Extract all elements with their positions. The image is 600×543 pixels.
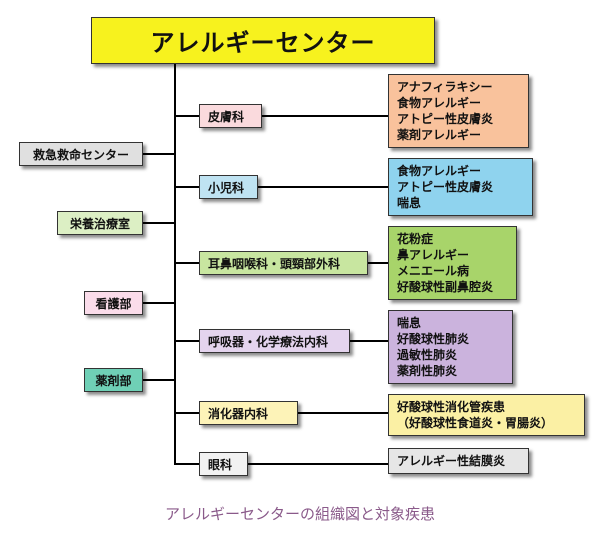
dept-label: 消化器内科 xyxy=(208,406,269,421)
allergy-center-title: アレルギーセンター xyxy=(91,17,435,64)
dept-pediatrics: 小児科 xyxy=(199,175,258,199)
dept-ophthalmology: 眼科 xyxy=(199,452,248,476)
condition-item: 食物アレルギー xyxy=(397,164,482,178)
side-unit-nutrition: 栄養治療室 xyxy=(57,211,143,235)
dept-label: 皮膚科 xyxy=(208,109,245,124)
conditions-respiratory: 喘息 好酸球性肺炎 過敏性肺炎 薬剤性肺炎 xyxy=(388,310,513,384)
cond-link-4 xyxy=(350,340,388,342)
condition-item: アトピー性皮膚炎 xyxy=(397,112,494,126)
cond-link-1 xyxy=(262,115,388,117)
side-unit-emergency: 救急救命センター xyxy=(19,142,143,166)
condition-item: （好酸球性食道炎・胃腸炎） xyxy=(397,416,554,430)
condition-item: 喘息 xyxy=(397,316,422,330)
condition-item: 鼻アレルギー xyxy=(397,248,470,262)
dept-link-1 xyxy=(174,115,199,117)
condition-item: 好酸球性消化管疾患 xyxy=(397,400,506,414)
conditions-ent: 花粉症 鼻アレルギー メニエール病 好酸球性副鼻腔炎 xyxy=(388,226,517,300)
cond-link-5 xyxy=(298,412,388,414)
dept-label: 呼吸器・化学療法内科 xyxy=(208,334,329,349)
dept-link-2 xyxy=(174,186,199,188)
conditions-ophthalmology: アレルギー性結膜炎 xyxy=(388,448,529,474)
side-link-3 xyxy=(143,302,174,304)
dept-respiratory: 呼吸器・化学療法内科 xyxy=(199,329,350,353)
dept-gastroenterology: 消化器内科 xyxy=(199,401,298,425)
condition-item: メニエール病 xyxy=(397,264,470,278)
condition-item: 過敏性肺炎 xyxy=(397,348,458,362)
dept-link-4 xyxy=(174,340,199,342)
side-link-2 xyxy=(143,222,174,224)
side-unit-nursing: 看護部 xyxy=(84,291,143,315)
condition-item: 薬剤性肺炎 xyxy=(397,364,458,378)
dept-link-6 xyxy=(174,463,199,465)
condition-item: 薬剤アレルギー xyxy=(397,128,482,142)
side-unit-label: 救急救命センター xyxy=(32,147,129,162)
side-unit-label: 薬剤部 xyxy=(95,373,132,388)
side-unit-pharmacy: 薬剤部 xyxy=(84,368,143,392)
conditions-dermatology: アナフィラキシー 食物アレルギー アトピー性皮膚炎 薬剤アレルギー xyxy=(388,74,529,148)
conditions-gastroenterology: 好酸球性消化管疾患 （好酸球性食道炎・胃腸炎） xyxy=(388,394,585,436)
dept-link-3 xyxy=(174,262,199,264)
figure-caption: アレルギーセンターの組織図と対象疾患 xyxy=(164,505,435,523)
dept-link-5 xyxy=(174,412,199,414)
condition-item: アトピー性皮膚炎 xyxy=(397,180,494,194)
condition-item: アナフィラキシー xyxy=(397,80,493,94)
conditions-pediatrics: 食物アレルギー アトピー性皮膚炎 喘息 xyxy=(388,158,533,216)
condition-item: 喘息 xyxy=(397,196,422,210)
side-link-1 xyxy=(143,153,174,155)
condition-item: 好酸球性肺炎 xyxy=(397,332,470,346)
dept-label: 耳鼻咽喉科・頭頸部外科 xyxy=(208,256,341,271)
condition-item: アレルギー性結膜炎 xyxy=(397,454,506,468)
dept-ent: 耳鼻咽喉科・頭頸部外科 xyxy=(199,251,368,275)
condition-item: 食物アレルギー xyxy=(397,96,482,110)
condition-item: 好酸球性副鼻腔炎 xyxy=(397,280,494,294)
main-trunk-line xyxy=(174,64,176,464)
cond-link-6 xyxy=(248,463,388,465)
cond-link-2 xyxy=(258,186,388,188)
dept-dermatology: 皮膚科 xyxy=(199,104,262,128)
condition-item: 花粉症 xyxy=(397,232,434,246)
side-link-4 xyxy=(143,379,174,381)
side-unit-label: 看護部 xyxy=(95,296,132,311)
side-unit-label: 栄養治療室 xyxy=(69,216,130,231)
dept-label: 眼科 xyxy=(208,457,233,472)
cond-link-3 xyxy=(368,262,388,264)
dept-label: 小児科 xyxy=(208,180,245,195)
